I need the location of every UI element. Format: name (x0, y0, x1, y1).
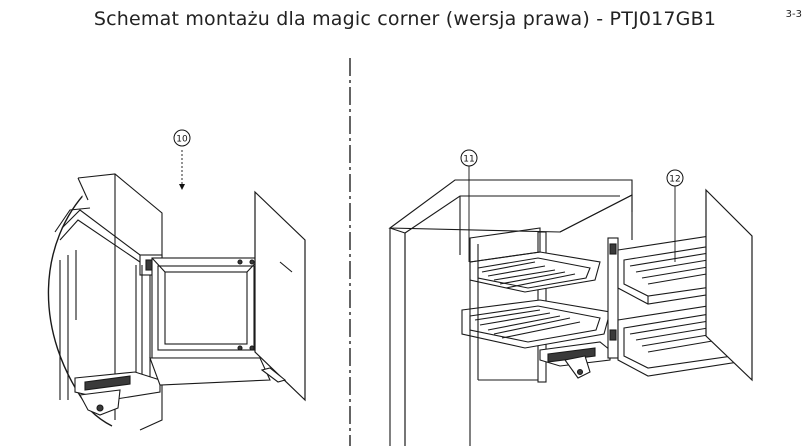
cabinet-front-left (389, 227, 406, 446)
left-basket-bottom (461, 299, 611, 349)
callout-10-label: 10 (176, 135, 188, 145)
right-view (388, 179, 753, 446)
callout-12-label: 12 (669, 175, 680, 185)
page-number: 3-3 (785, 9, 802, 20)
cabinet-side-panel (77, 173, 163, 431)
callout-11: 11 (460, 149, 478, 262)
detail-zoom-arc (47, 189, 113, 427)
door-frame (151, 257, 261, 359)
callout-10: 10 (173, 129, 191, 190)
callout-12: 12 (666, 169, 684, 262)
left-basket-top (469, 227, 601, 293)
left-view (47, 173, 306, 431)
diagram-title: Schemat montażu dla magic corner (wersja… (93, 8, 717, 30)
door-panel (254, 190, 306, 402)
callout-11-label: 11 (463, 155, 474, 165)
right-door-panel (705, 188, 753, 382)
cabinet-top (388, 179, 633, 233)
